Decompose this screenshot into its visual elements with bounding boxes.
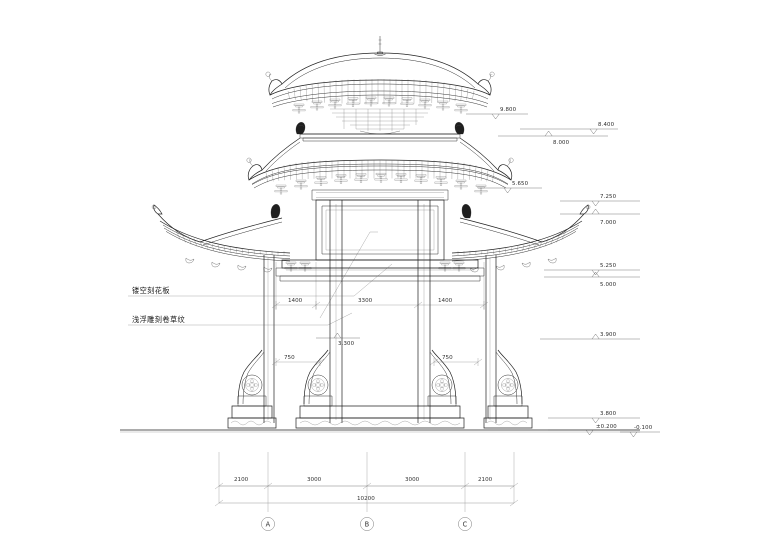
- dimension-extension-lines-upper: [275, 262, 485, 310]
- lower-eave-horn-left: [151, 204, 163, 215]
- rosette-far-right: [501, 378, 515, 392]
- ridge-beast-right: [454, 122, 465, 135]
- grid-bubble-b[interactable]: B: [360, 517, 374, 531]
- column-outer-right: [485, 255, 497, 423]
- lower-dougong-right: [438, 261, 466, 272]
- dimension-750-right: 750: [429, 355, 483, 366]
- mid-eave-horn-right: [497, 157, 514, 181]
- buttress-center-right: [427, 349, 457, 407]
- elev-marker-3-900: 3.900: [540, 332, 640, 340]
- grid-bubble-label: A: [266, 520, 271, 528]
- elev-marker-7-000: 7.000: [560, 208, 640, 226]
- grid-bubble-c[interactable]: C: [458, 517, 472, 531]
- drum-stone-buttresses: [227, 349, 533, 429]
- top-eave-fascia: [271, 90, 489, 104]
- annotation-leaders: [128, 263, 393, 326]
- elev-label: 8.000: [553, 140, 570, 146]
- elevation-markers: 9.800 8.400 8.000 5.650 7.250: [316, 107, 660, 438]
- annotation-relief-scroll-pattern: 浅浮雕刻卷草纹: [132, 315, 185, 324]
- elev-label: 5.000: [600, 282, 617, 288]
- top-roof-tile-ribs: [287, 79, 475, 104]
- rosette-center-right: [435, 378, 449, 392]
- top-eave-edge: [269, 79, 491, 96]
- lower-dougong-left: [284, 261, 312, 272]
- architrave-band: [275, 259, 485, 282]
- lower-eave-brackets: [185, 257, 557, 273]
- elev-marker-8-000: 8.000: [498, 130, 608, 146]
- elev-marker-8-400: 8.400: [520, 122, 618, 135]
- dim-label: 750: [284, 355, 295, 361]
- grid-extension-lines: [218, 452, 515, 512]
- central-signboard-panel: [315, 199, 445, 319]
- mid-eave-horn-left: [246, 157, 263, 181]
- grid-bubble-a[interactable]: A: [261, 517, 275, 531]
- column-inner-right: [417, 200, 431, 423]
- dim-label: 750: [442, 355, 453, 361]
- mid-frieze-board: [311, 189, 449, 201]
- elev-label: 3.300: [338, 341, 355, 347]
- elev-marker-3-300: 3.300: [316, 332, 360, 347]
- dimension-750-left: 750: [271, 355, 325, 366]
- lower-eave-horn-right: [579, 204, 591, 215]
- lower-ridge-beast-right: [461, 204, 472, 219]
- elev-label: 9.800: [500, 107, 517, 113]
- elev-label: 5.650: [512, 181, 529, 187]
- ground-line: [120, 429, 640, 433]
- buttress-far-right: [483, 349, 533, 429]
- top-eave-edge-2: [271, 83, 489, 100]
- dim-label: 3000: [307, 477, 322, 483]
- elev-marker-3-800: 3.800: [548, 411, 640, 424]
- column-inner-left: [329, 200, 343, 423]
- top-eave-horn-left: [265, 71, 283, 96]
- elev-marker-minus-0-100: -0.100: [620, 425, 660, 438]
- elev-label: 7.250: [600, 194, 617, 200]
- dimension-overall: 10200: [214, 496, 519, 507]
- dim-label: 2100: [234, 477, 249, 483]
- dim-label: 3300: [358, 298, 373, 304]
- mid-roof-tile-ribs: [265, 160, 495, 183]
- column-outer-left: [263, 255, 275, 423]
- buttress-center-left: [303, 349, 333, 407]
- rosette-center-left: [311, 378, 325, 392]
- rosette-far-left: [245, 378, 259, 392]
- top-roof-ridge: [281, 52, 479, 85]
- roof-tier-lower: [151, 204, 591, 273]
- dim-label: 2100: [478, 477, 493, 483]
- lower-ridge-beast-left: [270, 204, 281, 219]
- dim-label: 1400: [438, 298, 453, 304]
- dimension-string-upper: 1400 3300 1400: [271, 298, 489, 309]
- elev-label: 3.900: [600, 332, 617, 338]
- elev-marker-5-250: 5.250: [544, 263, 640, 276]
- elev-label: 7.000: [600, 220, 617, 226]
- elev-label: 5.250: [600, 263, 617, 269]
- roof-tier-top: [265, 36, 495, 135]
- buttress-far-left: [227, 349, 277, 429]
- central-plinth: [295, 405, 465, 429]
- top-roof-ridge-inner: [284, 57, 476, 89]
- columns: [263, 200, 497, 423]
- annotation-hollow-carved-panel: 镂空刻花板: [132, 286, 170, 295]
- top-eave-horn-right: [477, 71, 495, 96]
- ridge-beast-left: [295, 122, 306, 135]
- elev-marker-5-000: 5.000: [544, 271, 640, 288]
- mid-dougong-row: [274, 173, 488, 195]
- dim-label: 1400: [288, 298, 303, 304]
- dim-label: 10200: [357, 496, 375, 502]
- roof-tier-middle: [246, 122, 514, 201]
- elev-marker-5-650: 5.650: [478, 181, 542, 194]
- grid-bubble-label: C: [463, 520, 468, 528]
- elev-marker-7-250: 7.250: [560, 194, 640, 207]
- top-central-lattice: [330, 108, 430, 135]
- dimension-string-bays: 2100 3000 3000 2100: [214, 477, 519, 490]
- elev-marker-9-800: 9.800: [466, 107, 528, 120]
- ridge-finial-top: [374, 36, 386, 56]
- dim-label: 3000: [405, 477, 420, 483]
- elev-label: -0.100: [634, 425, 653, 431]
- elev-label: 3.800: [600, 411, 617, 417]
- elev-label: ±0.200: [596, 424, 617, 430]
- elev-label: 8.400: [598, 122, 615, 128]
- grid-bubble-label: B: [365, 520, 370, 528]
- elev-marker-0-200: ±0.200: [548, 424, 640, 436]
